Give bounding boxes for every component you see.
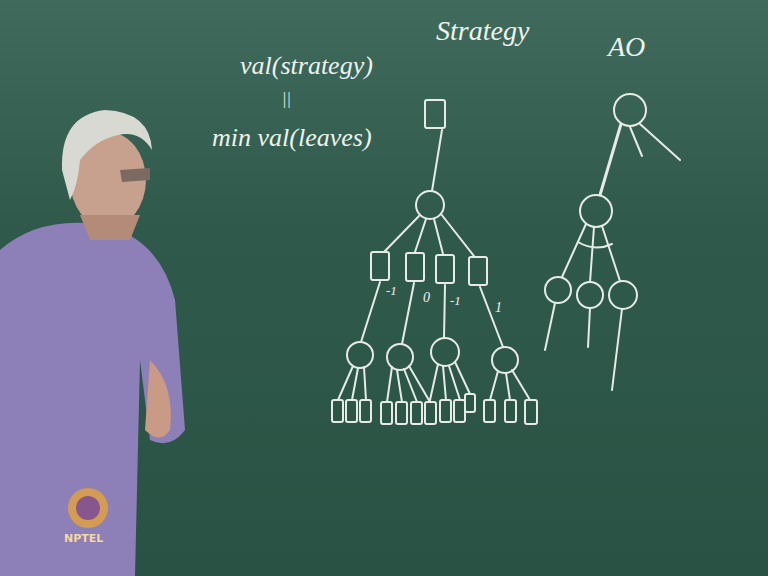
nptel-logo xyxy=(68,488,108,528)
note-text: val(strategy) xyxy=(240,52,373,81)
logo-text: NPTEL xyxy=(64,533,103,545)
note-text: min val(leaves) xyxy=(212,124,372,153)
equals-mark: || xyxy=(282,90,291,108)
tree-heading: AO xyxy=(608,32,645,63)
ao-tree xyxy=(545,94,680,390)
tree-heading: Strategy xyxy=(436,16,529,47)
edge-value: -1 xyxy=(450,294,461,308)
lecturer-figure xyxy=(0,110,185,576)
edge-value: -1 xyxy=(386,284,397,298)
edge-value: 1 xyxy=(495,300,502,315)
edge-value: 0 xyxy=(423,290,430,305)
